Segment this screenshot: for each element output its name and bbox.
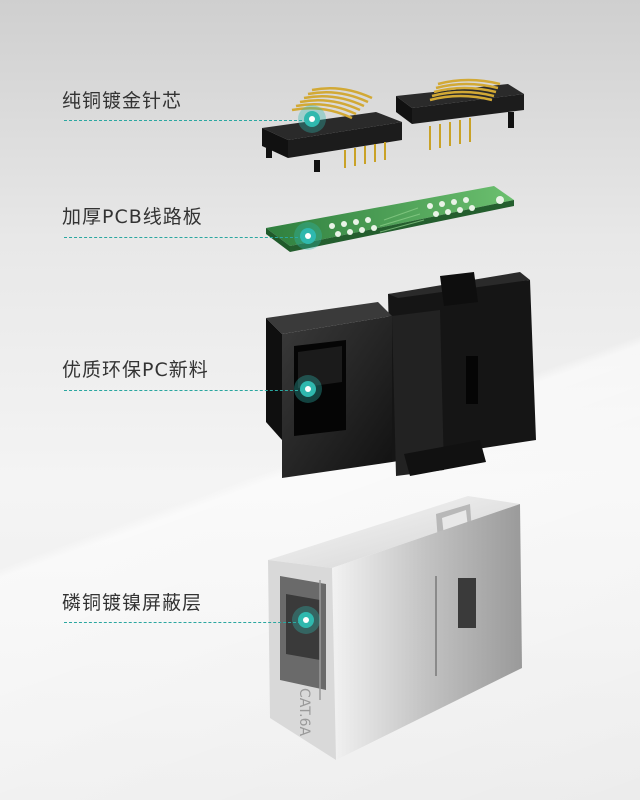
jack-module-right (396, 78, 524, 150)
callout-dot-pcb (300, 228, 316, 244)
callout-line-housing (64, 390, 308, 391)
black-housing (266, 272, 536, 478)
callout-line-pins (64, 120, 312, 121)
label-shield: 磷铜镀镍屏蔽层 (62, 592, 203, 614)
metal-shield: CAT.6A (268, 496, 522, 760)
label-housing: 优质环保PC新料 (62, 359, 209, 381)
callout-line-pcb (64, 237, 308, 238)
callout-dot-shield (298, 612, 314, 628)
pcb-board (266, 186, 514, 252)
jack-module-left (262, 87, 402, 172)
label-gold-pins: 纯铜镀金针芯 (62, 90, 183, 112)
shield-marking: CAT.6A (296, 688, 312, 737)
callout-dot-pins (304, 111, 320, 127)
callout-dot-housing (300, 381, 316, 397)
callout-line-shield (64, 622, 306, 623)
label-pcb: 加厚PCB线路板 (62, 206, 203, 228)
